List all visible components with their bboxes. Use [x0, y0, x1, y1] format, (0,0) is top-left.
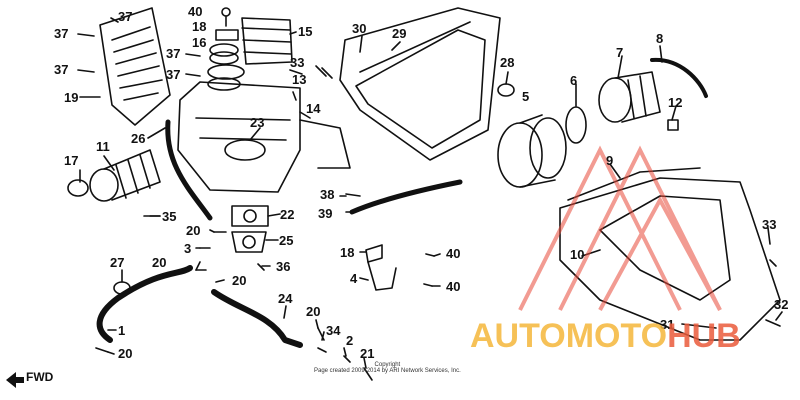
part-label-7: 7 [616, 45, 624, 60]
part-label-22: 22 [280, 207, 295, 222]
part-label-8: 8 [656, 31, 664, 46]
air-cleaner-case-part [177, 81, 351, 193]
copyright-note: Copyright Page created 2009-2014 by ARI … [314, 362, 461, 374]
part-label-37: 37 [118, 9, 133, 24]
part-label-39: 39 [318, 206, 333, 221]
part-label-38: 38 [320, 187, 335, 202]
part-label-32: 32 [774, 297, 789, 312]
part-label-10: 10 [570, 247, 585, 262]
intake-boot-part [67, 149, 161, 202]
gasket-25-part [231, 231, 267, 253]
part-label-15: 15 [298, 24, 313, 39]
part-label-21: 21 [360, 346, 375, 361]
filter-7-part [598, 71, 661, 123]
copyright-line: Copyright [374, 362, 401, 368]
joint-lower-part [207, 64, 245, 91]
tube-39 [349, 179, 463, 215]
part-label-14: 14 [306, 101, 321, 116]
part-label-30: 30 [352, 21, 367, 36]
part-label-11: 11 [96, 139, 110, 154]
copyright-line: Page created 2009-2014 by ARI Network Se… [314, 368, 461, 374]
part-label-2: 2 [346, 333, 354, 348]
watermark-part: AUTOMOTO [470, 317, 668, 355]
part-label-36: 36 [276, 259, 291, 274]
part-label-17: 17 [64, 153, 79, 168]
filter-element-part [497, 114, 567, 188]
housing-cover-part [339, 7, 501, 161]
part-label-40: 40 [188, 4, 203, 19]
gasket-22-part [231, 205, 269, 227]
part-label-28: 28 [500, 55, 515, 70]
part-label-16: 16 [192, 35, 207, 50]
part-label-33: 33 [290, 55, 305, 70]
part-label-34: 34 [326, 323, 341, 338]
watermark-logo-icon [518, 145, 722, 311]
part-label-1: 1 [118, 323, 126, 338]
tube-26 [165, 119, 213, 221]
hose-24 [211, 289, 303, 348]
part-label-20: 20 [118, 346, 133, 361]
part-label-20: 20 [232, 273, 247, 288]
duct-15-part [241, 17, 293, 65]
part-label-12: 12 [668, 95, 683, 110]
grommet-part [497, 83, 515, 97]
part-label-23: 23 [250, 115, 265, 130]
part-label-18: 18 [340, 245, 355, 260]
clamp-part [215, 29, 239, 41]
part-label-19: 19 [64, 90, 79, 105]
part-label-40: 40 [446, 279, 461, 294]
fwd-label: FWD [26, 370, 54, 384]
part-label-29: 29 [392, 26, 407, 41]
part-label-31: 31 [660, 317, 675, 332]
part-label-33: 33 [762, 217, 777, 232]
part-label-35: 35 [162, 209, 177, 224]
bolt-part [221, 7, 231, 27]
part-label-37: 37 [54, 62, 69, 77]
watermark-text: AUTOMOTOHUB [470, 317, 741, 356]
grille-cover-part [99, 7, 171, 126]
part-label-18: 18 [192, 19, 207, 34]
part-label-5: 5 [522, 89, 530, 104]
band-part [650, 57, 708, 98]
part-label-3: 3 [184, 241, 192, 256]
part-label-37: 37 [166, 67, 181, 82]
fwd-arrow-icon [6, 372, 24, 388]
part-label-13: 13 [292, 72, 307, 87]
clip-part [667, 119, 679, 131]
part-label-37: 37 [166, 46, 181, 61]
ring-part [565, 106, 587, 144]
part-label-4: 4 [350, 271, 358, 286]
part-label-6: 6 [570, 73, 578, 88]
joint-part [209, 43, 239, 65]
part-label-9: 9 [606, 153, 614, 168]
part-label-37: 37 [54, 26, 69, 41]
part-label-20: 20 [152, 255, 167, 270]
part-label-24: 24 [278, 291, 293, 306]
part-label-25: 25 [279, 233, 294, 248]
part-label-20: 20 [306, 304, 321, 319]
part-label-20: 20 [186, 223, 201, 238]
bracket-part [365, 244, 397, 291]
side-cover-part [559, 167, 781, 341]
watermark-part: HUB [667, 317, 741, 355]
part-label-26: 26 [131, 131, 146, 146]
part-label-40: 40 [446, 246, 461, 261]
part-label-27: 27 [110, 255, 125, 270]
